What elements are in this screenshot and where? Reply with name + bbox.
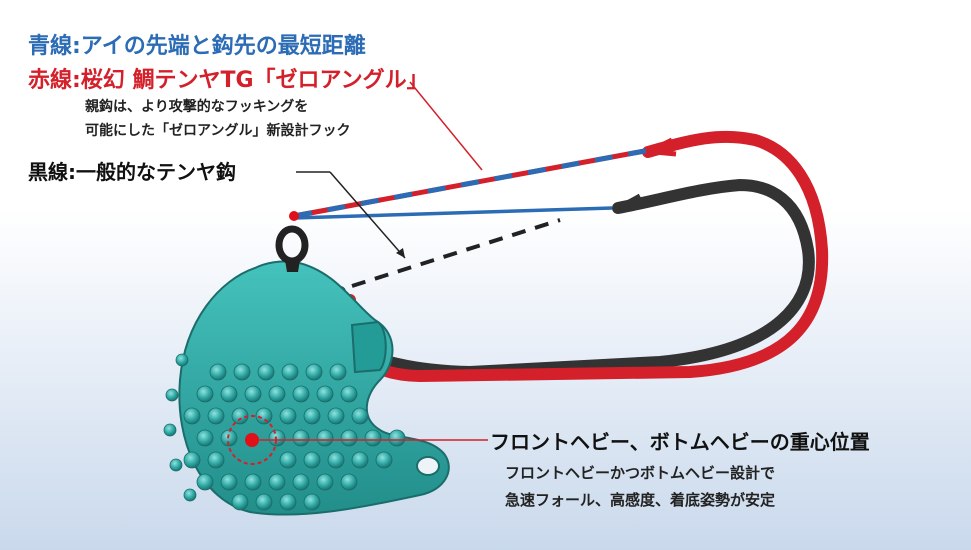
red-pointer xyxy=(409,81,483,171)
black-line-label: 黒線:一般的なテンヤ鈎 xyxy=(28,160,236,184)
red-line-note-1: 親鈎は、より攻撃的なフッキングを xyxy=(85,99,309,115)
eye-tip-point xyxy=(289,211,299,221)
zero-angle-line-blue xyxy=(293,147,651,219)
rear-eye-hole xyxy=(416,456,440,476)
zero-angle-hook-barb xyxy=(646,137,677,157)
blue-distance-line xyxy=(293,206,613,220)
regular-line xyxy=(351,218,561,288)
red-line-label: 赤線:桜幻 鯛テンヤTG「ゼロアングル」 xyxy=(28,68,429,93)
cg-description-2: 急速フォール、高感度、着底姿勢が安定 xyxy=(505,491,776,509)
cg-dot xyxy=(245,433,259,447)
sinker-neck xyxy=(350,320,387,374)
blue-line-label: 青線:アイの先端と鈎先の最短距離 xyxy=(28,34,366,59)
sinker-dots xyxy=(163,353,406,511)
sinker-head xyxy=(178,260,450,516)
cg-description-1: フロントヘビーかつボトムヘビー設計で xyxy=(505,464,776,482)
regular-hook-barb xyxy=(616,193,649,211)
line-eye xyxy=(275,225,309,265)
cg-title: フロントヘビー、ボトムヘビーの重心位置 xyxy=(490,430,870,454)
red-line-note-2: 可能にした「ゼロアングル」新設計フック xyxy=(85,123,351,139)
black-pointer-2 xyxy=(329,171,406,259)
